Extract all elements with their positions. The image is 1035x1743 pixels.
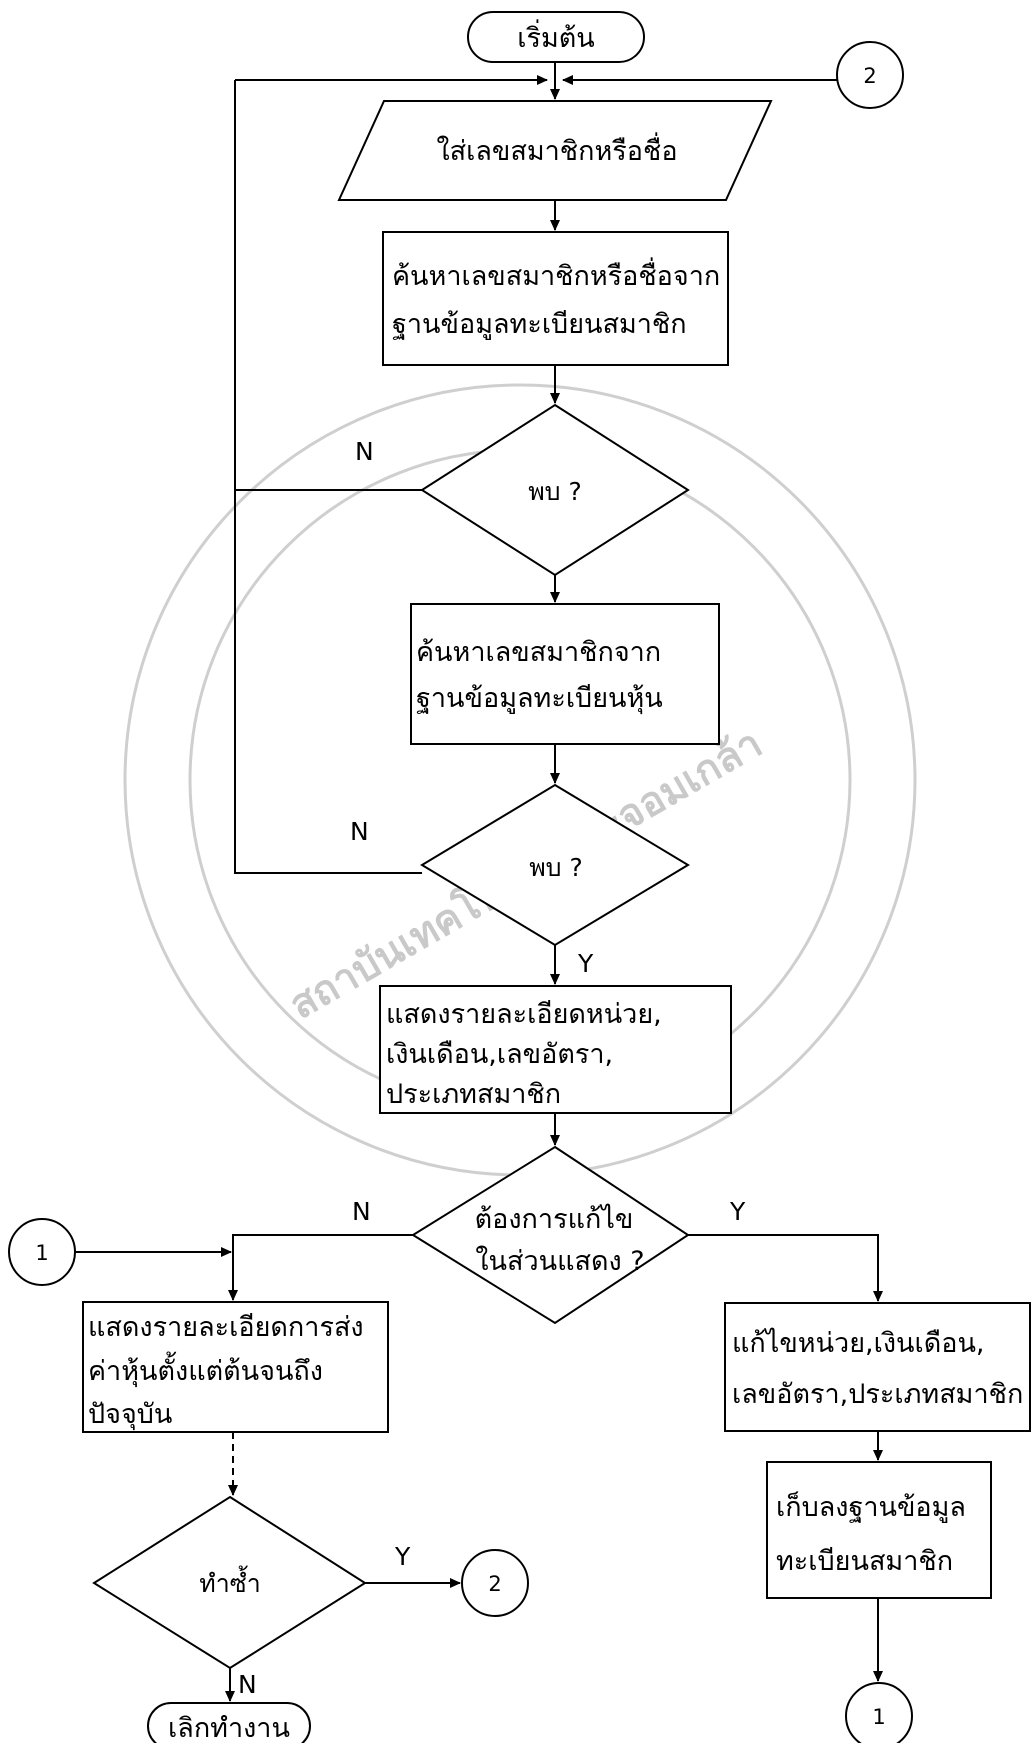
decision-found-2-label: พบ ? [529,853,583,882]
connector-2-top-label: 2 [863,64,876,88]
connector-2-top [836,41,904,109]
edit-fields-box [724,1302,1031,1432]
show-share-history-box [82,1301,389,1433]
show-details-line-3: ประเภทสมาชิก [386,1079,561,1110]
end-label: เลิกทำงาน [168,1713,290,1743]
decision-edit [411,1145,690,1325]
save-db-line-1: เก็บลงฐานข้อมูล [776,1489,966,1523]
search-member-box [382,231,729,366]
edit-fields-line-1: แก้ไขหน่วย,เงินเดือน, [732,1328,985,1359]
no-label-found-1: N [355,437,374,466]
input-label: ใส่เลขสมาชิกหรือชื่อ [436,132,677,167]
decision-found-1-label: พบ ? [528,477,582,506]
connector-2-bottom [461,1549,529,1617]
search-share-box [410,603,720,745]
branch-edit-yes [688,1234,883,1302]
loop-no-found-2 [234,490,422,874]
search-share-line-2: ฐานข้อมูลทะเบียนหุ้น [416,683,663,715]
decision-repeat-label: ทำซ้ำ [199,1565,261,1598]
no-label-found-2: N [350,817,369,846]
save-db-box [766,1461,992,1599]
show-details-line-1: แสดงรายละเอียดหน่วย, [386,999,662,1030]
no-label-repeat: N [238,1670,257,1699]
connector-1-left-label: 1 [35,1241,48,1265]
share-history-line-2: ค่าหุ้นตั้งแต่ต้นจนถึง [88,1351,323,1388]
end-terminal [147,1702,311,1743]
connector-2-bottom-label: 2 [488,1572,501,1596]
search-member-line-1: ค้นหาเลขสมาชิกหรือชื่อจาก [392,257,720,292]
decision-edit-line-2: ในส่วนแสดง ? [475,1245,644,1277]
no-label-edit: N [352,1197,371,1226]
share-history-line-1: แสดงรายละเอียดการส่ง [88,1312,364,1343]
show-details-line-2: เงินเดือน,เลขอัตรา, [386,1039,613,1070]
search-share-line-1: ค้นหาเลขสมาชิกจาก [416,637,661,668]
branch-edit-no [228,1234,413,1301]
connector-1-bottom [845,1682,913,1743]
save-db-line-2: ทะเบียนสมาชิก [776,1546,953,1577]
input-box [337,100,773,201]
share-history-line-3: ปัจจุบัน [88,1399,172,1431]
connector-1-bottom-label: 1 [872,1705,885,1729]
decision-edit-line-1: ต้องการแก้ไข [475,1204,634,1235]
yes-label-repeat: Y [394,1542,411,1571]
yes-label-edit: Y [729,1197,746,1226]
search-member-line-2: ฐานข้อมูลทะเบียนสมาชิก [392,309,687,340]
show-details-box [379,985,732,1114]
edit-fields-line-2: เลขอัตรา,ประเภทสมาชิก [732,1379,1023,1410]
start-label: เริ่มต้น [517,19,595,54]
yes-label-found-2: Y [577,949,594,978]
